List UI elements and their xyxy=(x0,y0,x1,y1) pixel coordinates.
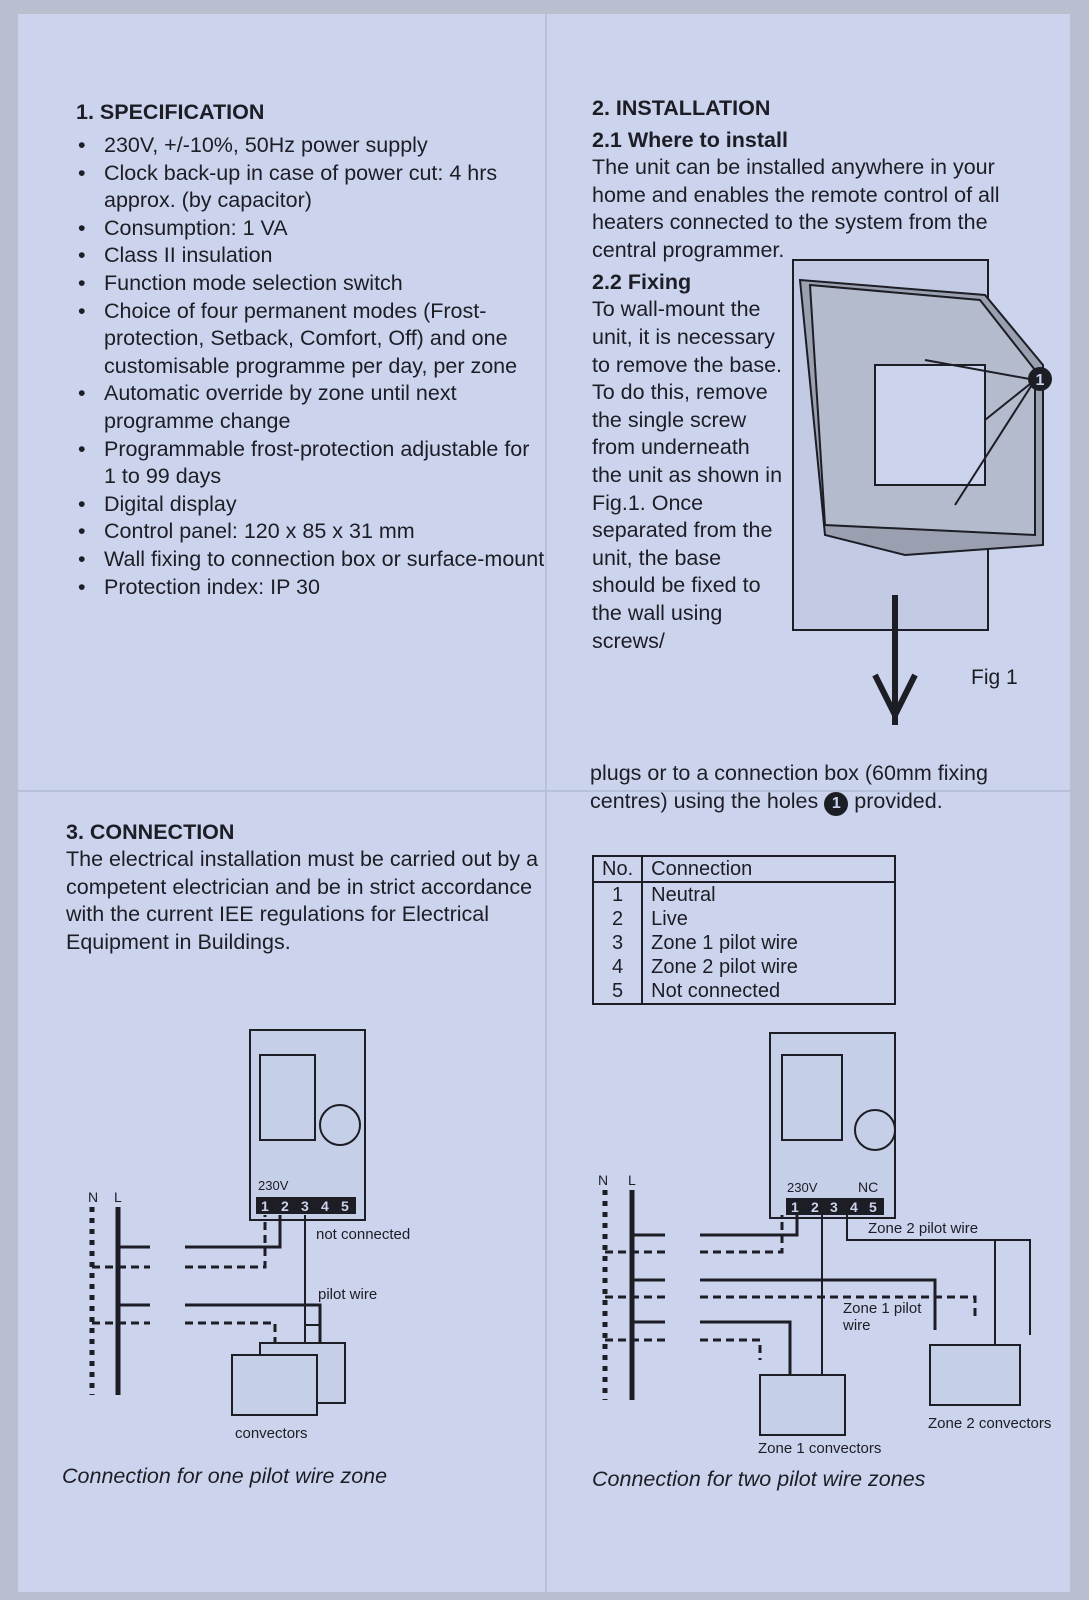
terminal-1: 1 xyxy=(791,1199,799,1215)
connection-section: 3. CONNECTION The electrical installatio… xyxy=(66,818,546,956)
convectors-label: convectors xyxy=(235,1425,308,1442)
not-connected-label: not connected xyxy=(316,1226,410,1243)
table-row: 3 Zone 1 pilot wire xyxy=(593,931,895,955)
where-title: 2.1 Where to install xyxy=(592,128,788,152)
spec-title: 1. SPECIFICATION xyxy=(76,100,265,124)
terminal-3: 3 xyxy=(301,1198,309,1214)
spec-item: Clock back-up in case of power cut: 4 hr… xyxy=(76,160,546,215)
fixing-tail-text: plugs or to a connection box (60mm fixin… xyxy=(590,761,988,813)
fixing-title: 2.2 Fixing xyxy=(592,270,692,295)
callout-1-icon: 1 xyxy=(824,791,849,816)
spec-item: Digital display xyxy=(76,491,546,519)
live-label: L xyxy=(114,1189,122,1205)
terminal-4: 4 xyxy=(321,1198,329,1214)
terminal-3: 3 xyxy=(830,1199,838,1215)
diagram2-caption: Connection for two pilot wire zones xyxy=(592,1467,926,1491)
spec-item: Automatic override by zone until next pr… xyxy=(76,380,546,435)
fixing-tail-text: provided. xyxy=(854,788,943,813)
voltage-label: 230V xyxy=(787,1180,818,1195)
table-row: 1 Neutral xyxy=(593,882,895,907)
table-header: No. xyxy=(593,856,644,883)
table-row: 4 Zone 2 pilot wire xyxy=(593,955,895,979)
zone1-pilot-label: wire xyxy=(842,1317,871,1334)
cell: 5 xyxy=(593,979,644,1004)
terminal-2: 2 xyxy=(281,1198,289,1214)
fig1-label: Fig 1 xyxy=(971,666,1018,689)
connection-text: The electrical installation must be carr… xyxy=(66,847,539,954)
callout-1-label: 1 xyxy=(1036,372,1045,389)
connection-table: No.Connection 1 Neutral 2 Live 3 Zone 1 pil… xyxy=(592,855,896,1005)
table-row: 2 Live xyxy=(593,907,895,931)
cell: Zone 2 pilot wire xyxy=(651,956,798,978)
neutral-label: N xyxy=(88,1189,98,1205)
zone1-convectors-label: Zone 1 convectors xyxy=(758,1440,881,1457)
fold-line xyxy=(18,790,1070,792)
install-title: 2. INSTALLATION xyxy=(592,96,771,120)
spec-item: Programmable frost-protection adjustable… xyxy=(76,436,546,491)
cell: 4 xyxy=(593,955,644,979)
spec-item: Function mode selection switch xyxy=(76,270,546,298)
terminal-4: 4 xyxy=(850,1199,858,1215)
fig1-illustration: 1 Fig 1 xyxy=(792,259,1052,725)
wiring-diagram-two-zones: N L 230V NC 1 2 3 4 5 Zone 2 pilot wire … xyxy=(598,1032,1051,1457)
cell: Not connected xyxy=(651,980,781,1002)
nc-label: NC xyxy=(858,1179,878,1195)
neutral-label: N xyxy=(598,1172,608,1188)
fixing-tail: plugs or to a connection box (60mm fixin… xyxy=(590,760,1050,816)
spec-item: Choice of four permanent modes (Frost-pr… xyxy=(76,298,546,381)
spec-item: Protection index: IP 30 xyxy=(76,574,546,602)
terminal-1: 1 xyxy=(261,1198,269,1214)
zone2-convectors-label: Zone 2 convectors xyxy=(928,1415,1051,1432)
terminal-2: 2 xyxy=(811,1199,819,1215)
where-text: The unit can be installed anywhere in yo… xyxy=(592,155,1000,262)
spec-item: Class II insulation xyxy=(76,242,546,270)
spec-item: 230V, +/-10%, 50Hz power supply xyxy=(76,132,546,160)
spec-item: Wall fixing to connection box or surface… xyxy=(76,546,546,574)
spec-item: Control panel: 120 x 85 x 31 mm xyxy=(76,518,546,546)
cell: Zone 1 pilot wire xyxy=(651,932,798,954)
wiring-diagram-one-zone: N L 230V 1 2 3 4 5 not connected pilot w… xyxy=(88,1029,410,1442)
cell: Live xyxy=(651,908,688,930)
zone2-pilot-label: Zone 2 pilot wire xyxy=(868,1220,978,1237)
terminal-5: 5 xyxy=(341,1198,349,1214)
cell: 3 xyxy=(593,931,644,955)
terminal-5: 5 xyxy=(869,1199,877,1215)
fixing-text: To wall-mount the unit, it is necessary … xyxy=(592,297,783,653)
pilot-wire-label: pilot wire xyxy=(318,1286,377,1303)
installation-section: 2. INSTALLATION 2.1 Where to install The… xyxy=(592,94,1052,655)
table-header: Connection xyxy=(642,856,895,883)
voltage-label: 230V xyxy=(258,1178,289,1193)
spec-item: Consumption: 1 VA xyxy=(76,215,546,243)
zone1-pilot-label: Zone 1 pilot xyxy=(843,1300,922,1317)
terminal-block: 1 2 3 4 5 xyxy=(256,1197,356,1214)
cell: 1 xyxy=(593,882,644,907)
diagram1-caption: Connection for one pilot wire zone xyxy=(62,1464,388,1488)
cell: 2 xyxy=(593,907,644,931)
live-label: L xyxy=(628,1172,636,1188)
fold-line xyxy=(545,14,547,1592)
connection-title: 3. CONNECTION xyxy=(66,820,235,844)
terminal-block: 1 2 3 4 5 xyxy=(786,1198,884,1215)
specification-section: 1. SPECIFICATION 230V, +/-10%, 50Hz powe… xyxy=(76,98,546,601)
cell: Neutral xyxy=(651,884,716,906)
table-row: 5 Not connected xyxy=(593,979,895,1004)
